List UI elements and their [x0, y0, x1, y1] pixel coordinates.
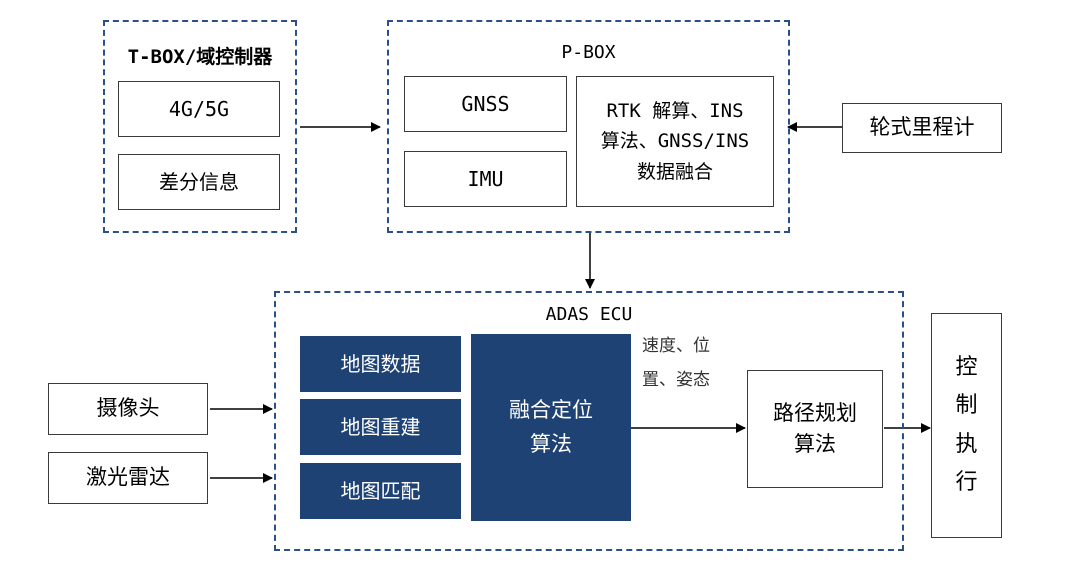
- path-planning-line1: 路径规划: [773, 400, 857, 425]
- odometer-box: 轮式里程计: [842, 103, 1002, 153]
- imu-box: IMU: [404, 151, 567, 207]
- path-planning-box: 路径规划 算法: [747, 370, 883, 488]
- map-rebuild-block: 地图重建: [300, 399, 461, 455]
- tbox-title: T-BOX/域控制器: [127, 46, 273, 68]
- fusion-positioning-line1: 融合定位: [509, 397, 593, 422]
- pbox-fusion-box: RTK 解算、INS 算法、GNSS/INS 数据融合: [576, 76, 774, 207]
- fusion-positioning-block: 融合定位 算法: [471, 334, 631, 521]
- control-execution-box: 控 制 执 行: [931, 313, 1002, 538]
- pbox-fusion-line1: RTK 解算、INS: [606, 99, 744, 122]
- adas-ecu-group: [274, 291, 904, 551]
- tbox-4g5g-box: 4G/5G: [118, 81, 280, 137]
- path-planning-line2: 算法: [794, 432, 836, 456]
- output-annotation-line2: 置、姿态: [642, 370, 710, 390]
- tbox-group: [103, 20, 297, 233]
- gnss-box: GNSS: [404, 76, 567, 132]
- control-char-4: 行: [955, 470, 978, 495]
- map-match-block: 地图匹配: [300, 463, 461, 519]
- pbox-group: [387, 20, 790, 233]
- tbox-diff-info-box: 差分信息: [118, 154, 280, 210]
- control-char-3: 执: [955, 431, 978, 457]
- fusion-positioning-line2: 算法: [530, 431, 572, 456]
- lidar-box: 激光雷达: [48, 452, 208, 504]
- control-char-1: 控: [955, 354, 978, 380]
- output-annotation-line1: 速度、位: [642, 336, 710, 356]
- control-char-2: 制: [955, 393, 978, 418]
- map-data-block: 地图数据: [300, 336, 461, 392]
- camera-box: 摄像头: [48, 383, 208, 435]
- pbox-title: P-BOX: [561, 42, 616, 63]
- pbox-fusion-line3: 数据融合: [636, 160, 713, 183]
- pbox-fusion-line2: 算法、GNSS/INS: [600, 130, 750, 153]
- adas-ecu-title: ADAS ECU: [545, 304, 633, 325]
